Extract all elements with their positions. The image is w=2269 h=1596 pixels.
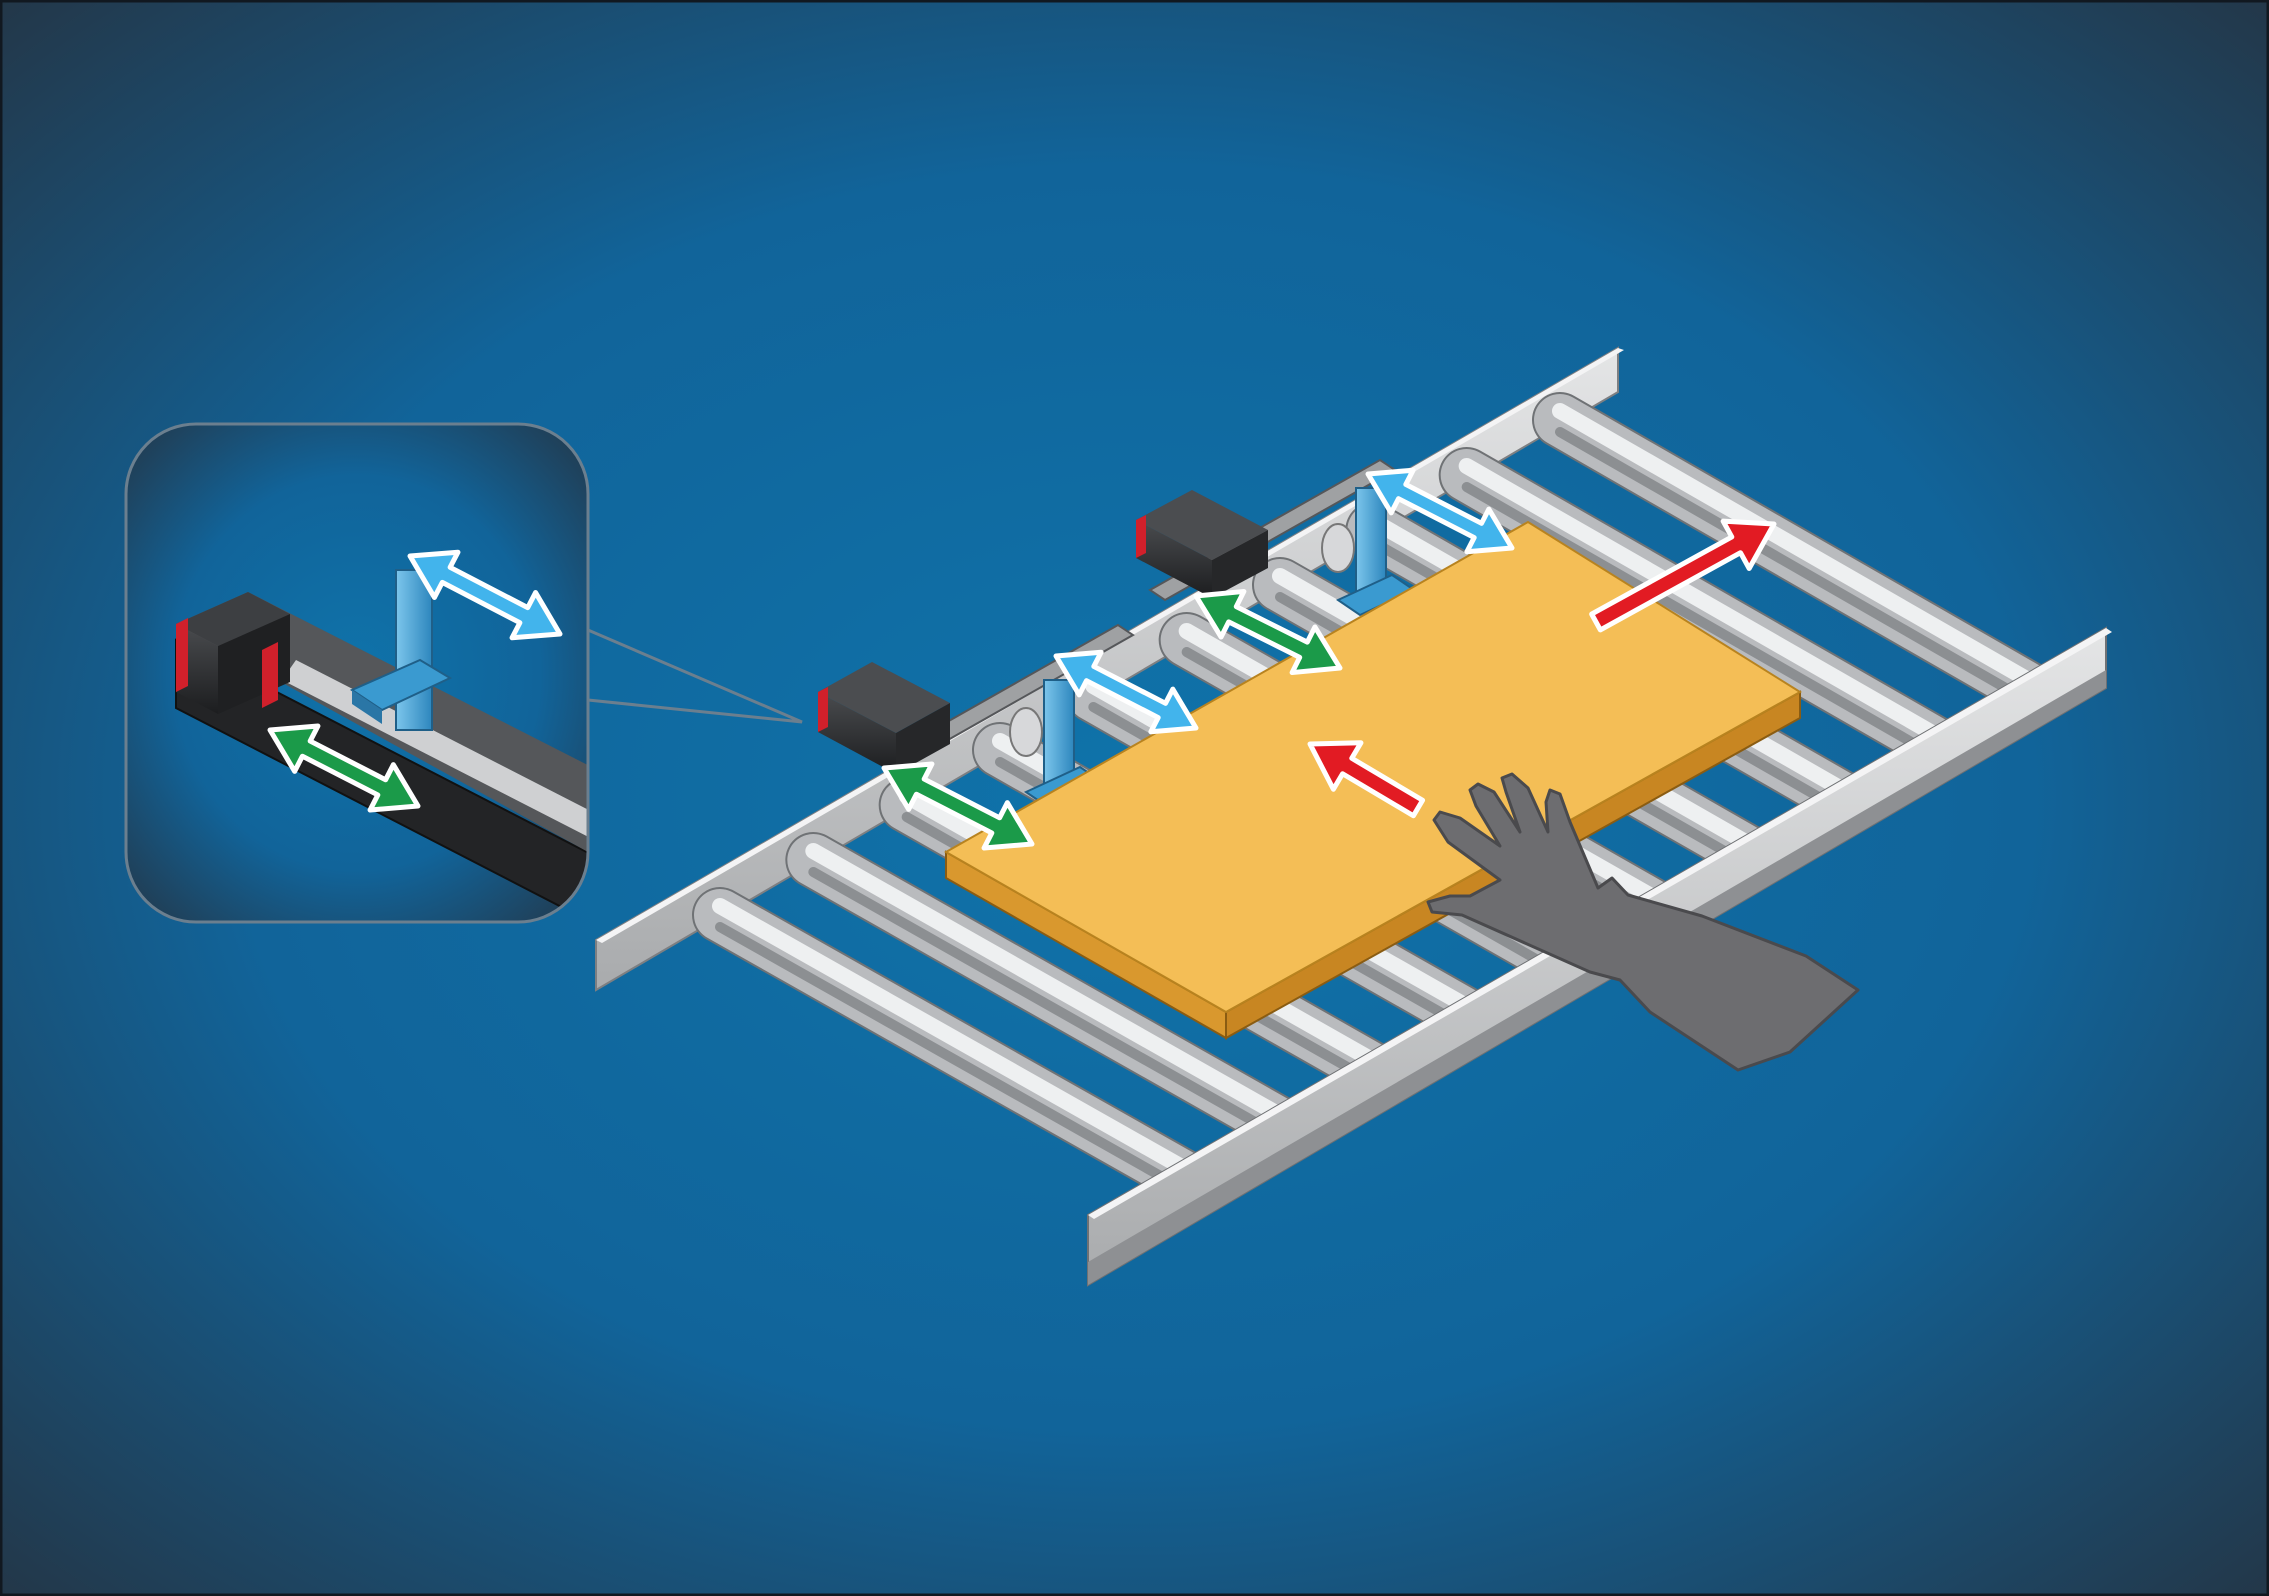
callout-frame xyxy=(124,422,590,924)
roller xyxy=(692,887,1208,1203)
callout-pointer xyxy=(587,628,803,724)
actuator-motor-near xyxy=(818,662,950,774)
double-arrow-icon xyxy=(267,723,421,813)
actuator-motor-far xyxy=(1136,490,1268,598)
double-arrow-icon xyxy=(881,761,1035,851)
motion-arrows xyxy=(881,467,1777,851)
roller-knob-near xyxy=(1009,707,1043,757)
roller xyxy=(1532,392,2058,718)
double-arrow-icon xyxy=(1193,588,1343,676)
double-arrow-icon xyxy=(407,549,563,641)
arrow-right-icon xyxy=(1589,518,1777,633)
detail-callout xyxy=(124,422,803,924)
roller xyxy=(1438,447,1964,772)
roller-knob-far xyxy=(1321,523,1355,573)
double-arrow-icon xyxy=(1365,467,1515,555)
callout-pusher-post xyxy=(395,569,433,731)
arrow-right-icon xyxy=(1307,740,1426,819)
callout-arrows xyxy=(267,549,563,813)
roller xyxy=(785,832,1303,1150)
linear-actuator-far xyxy=(1136,458,1417,617)
hand-icon xyxy=(1426,772,1860,1072)
board-top-face xyxy=(943,520,1802,1014)
double-arrow-icon xyxy=(1053,649,1199,735)
